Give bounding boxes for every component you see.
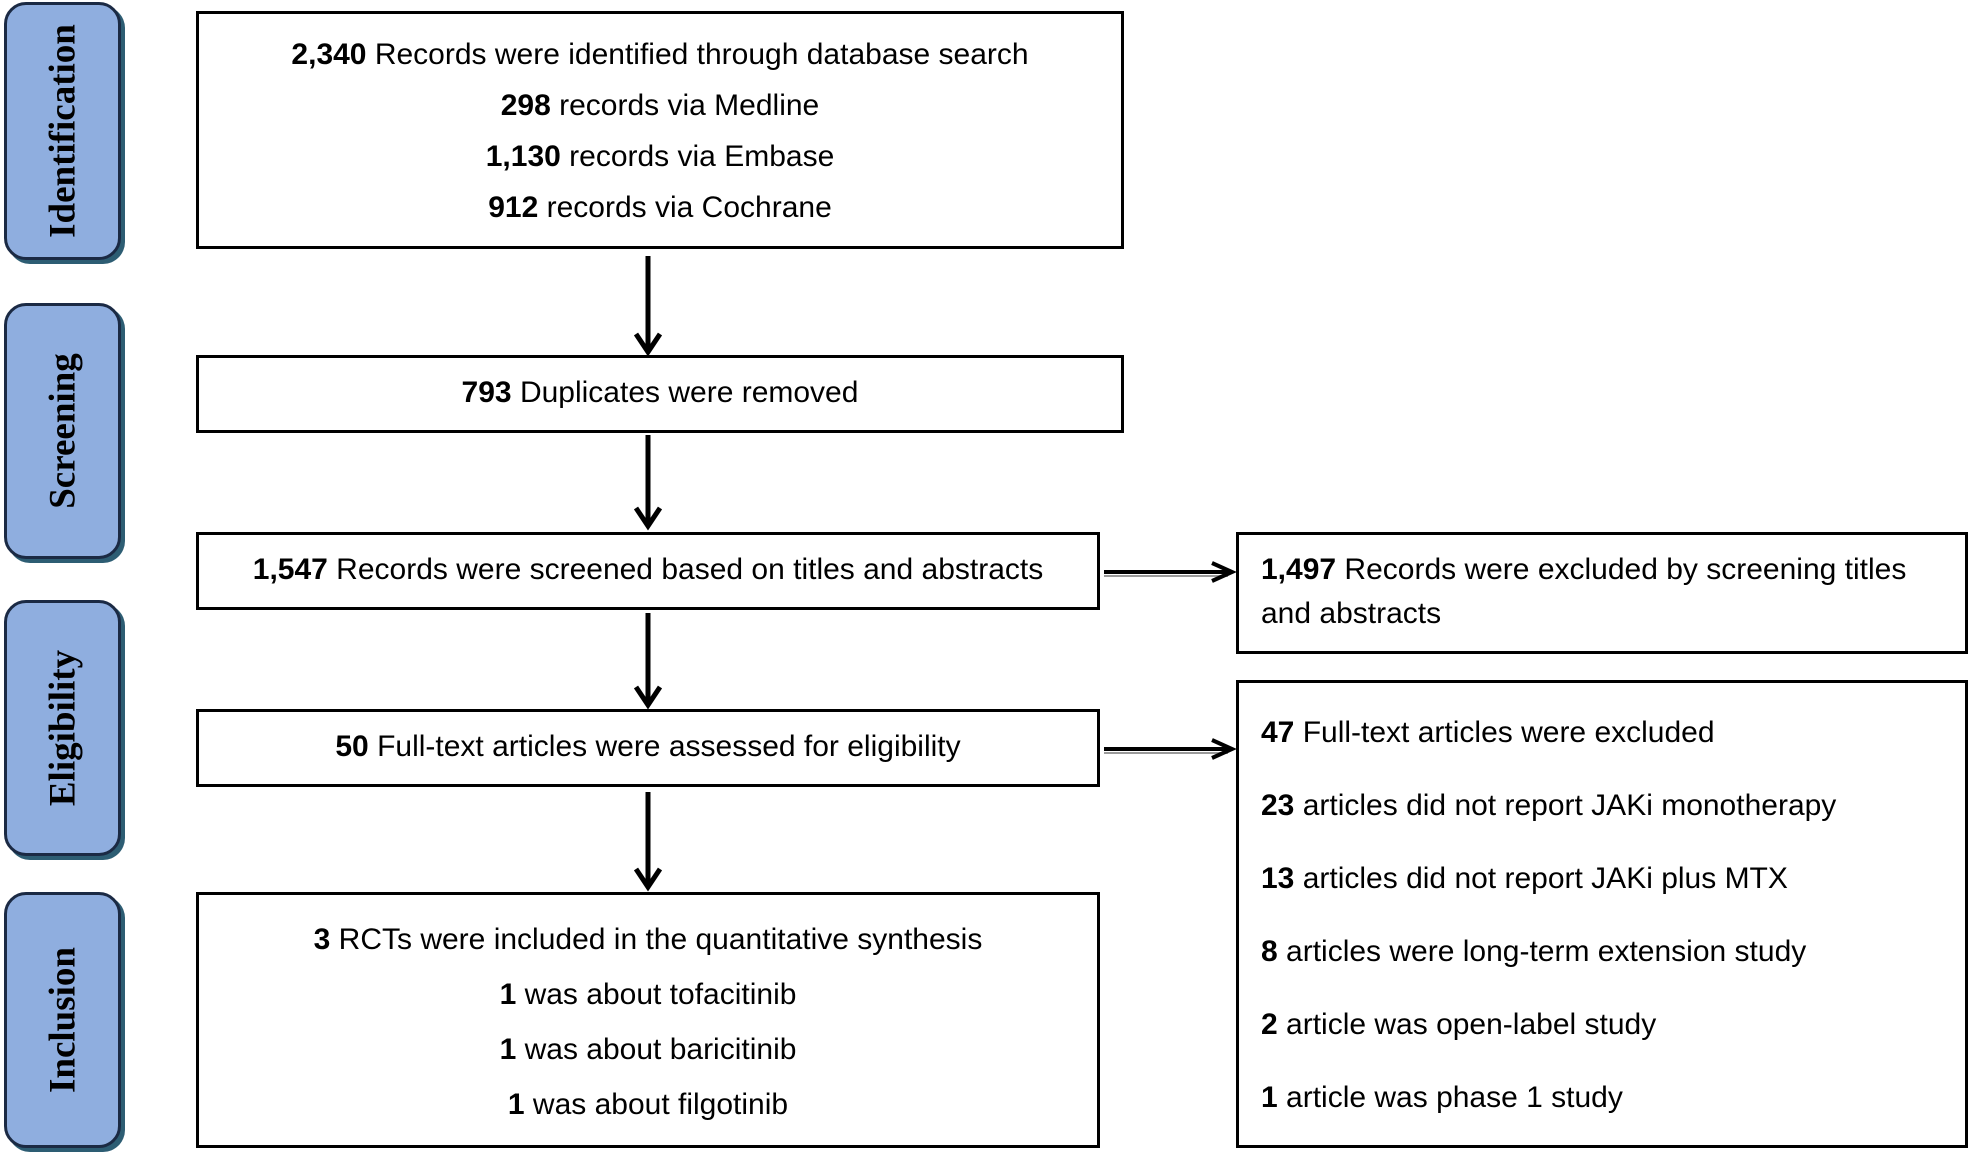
arrow-right-2 <box>1104 738 1237 760</box>
label: and abstracts <box>1261 597 1442 630</box>
label: was about baricitinib <box>516 1033 797 1066</box>
count: 2,340 <box>291 38 367 71</box>
stage-identification: Identification <box>4 2 121 260</box>
excluded-screening-line: 1,497 Records were excluded by screening… <box>1261 555 1906 585</box>
label: was about filgotinib <box>524 1088 789 1121</box>
count: 1,497 <box>1261 553 1337 586</box>
count: 23 <box>1261 789 1295 822</box>
identification-box: 2,340 Records were identified through da… <box>196 11 1124 249</box>
label: articles did not report JAKi plus MTX <box>1294 862 1788 895</box>
excluded-fulltext-line: 47 Full-text articles were excluded <box>1261 718 1715 748</box>
duplicates-box: 793 Duplicates were removed <box>196 355 1124 433</box>
excluded-fulltext-line: 13 articles did not report JAKi plus MTX <box>1261 864 1788 894</box>
label: Records were excluded by screening title… <box>1336 553 1907 586</box>
excluded-fulltext-line: 1 article was phase 1 study <box>1261 1083 1623 1113</box>
arrow-down-3 <box>633 613 663 710</box>
inclusion-line: 1 was about baricitinib <box>199 1035 1097 1065</box>
excluded-fulltext-line: 23 articles did not report JAKi monother… <box>1261 791 1836 821</box>
identification-line: 912 records via Cochrane <box>199 193 1121 223</box>
count: 912 <box>488 191 539 224</box>
count: 1 <box>499 978 517 1011</box>
arrow-down-2 <box>633 435 663 531</box>
count: 793 <box>461 376 512 409</box>
label: was about tofacitinib <box>516 978 797 1011</box>
count: 298 <box>500 89 551 122</box>
count: 3 <box>313 923 331 956</box>
label: Full-text articles were assessed for eli… <box>368 730 961 763</box>
inclusion-box: 3 RCTs were included in the quantitative… <box>196 892 1100 1148</box>
identification-line: 298 records via Medline <box>199 91 1121 121</box>
count: 1,547 <box>252 553 328 586</box>
count: 13 <box>1261 862 1295 895</box>
duplicates-line: 793 Duplicates were removed <box>199 378 1121 408</box>
label: Records were screened based on titles an… <box>327 553 1044 586</box>
label: articles were long-term extension study <box>1277 935 1807 968</box>
excluded-fulltext-line: 2 article was open-label study <box>1261 1010 1656 1040</box>
screened-box: 1,547 Records were screened based on tit… <box>196 532 1100 610</box>
arrow-down-1 <box>633 256 663 357</box>
fulltext-line: 50 Full-text articles were assessed for … <box>199 732 1097 762</box>
stage-inclusion: Inclusion <box>4 892 121 1148</box>
label: records via Cochrane <box>538 191 832 224</box>
label: Full-text articles were excluded <box>1294 716 1715 749</box>
identification-line: 1,130 records via Embase <box>199 142 1121 172</box>
stage-screening: Screening <box>4 303 121 559</box>
count: 1 <box>1261 1081 1278 1114</box>
identification-line: 2,340 Records were identified through da… <box>199 40 1121 70</box>
count: 47 <box>1261 716 1295 749</box>
arrow-right-1 <box>1104 561 1237 583</box>
label: records via Medline <box>550 89 820 122</box>
excluded-fulltext-box: 47 Full-text articles were excluded 23 a… <box>1236 680 1968 1148</box>
label: records via Embase <box>560 140 835 173</box>
excluded-fulltext-line: 8 articles were long-term extension stud… <box>1261 937 1806 967</box>
count: 2 <box>1261 1008 1278 1041</box>
arrow-down-4 <box>633 792 663 892</box>
stage-eligibility: Eligibility <box>4 600 121 856</box>
label: RCTs were included in the quantitative s… <box>330 923 983 956</box>
label: article was open-label study <box>1277 1008 1657 1041</box>
excluded-screening-line: and abstracts <box>1261 599 1441 629</box>
count: 50 <box>335 730 369 763</box>
count: 1,130 <box>485 140 561 173</box>
inclusion-line: 1 was about tofacitinib <box>199 980 1097 1010</box>
screened-line: 1,547 Records were screened based on tit… <box>199 555 1097 585</box>
inclusion-line: 3 RCTs were included in the quantitative… <box>199 925 1097 955</box>
label: Records were identified through database… <box>366 38 1029 71</box>
label: articles did not report JAKi monotherapy <box>1294 789 1837 822</box>
count: 1 <box>507 1088 525 1121</box>
label: article was phase 1 study <box>1277 1081 1623 1114</box>
excluded-screening-box: 1,497 Records were excluded by screening… <box>1236 532 1968 654</box>
count: 1 <box>499 1033 517 1066</box>
inclusion-line: 1 was about filgotinib <box>199 1090 1097 1120</box>
fulltext-box: 50 Full-text articles were assessed for … <box>196 709 1100 787</box>
label: Duplicates were removed <box>511 376 859 409</box>
count: 8 <box>1261 935 1278 968</box>
